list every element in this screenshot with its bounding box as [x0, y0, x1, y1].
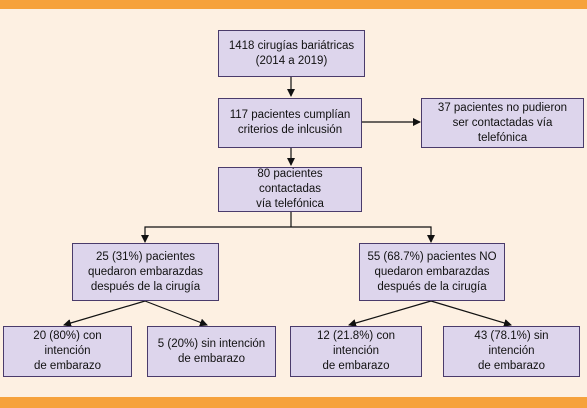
node-not-contacted-text: 37 pacientes no pudieron ser contactadas…	[437, 101, 568, 144]
node-not-pregnant-no-intent-text: 43 (78.1%) sin intención de embarazo	[474, 330, 549, 372]
node-not-pregnant-no-intent: 43 (78.1%) sin intención de embarazo	[443, 326, 580, 377]
node-not-pregnant-intent-text: 12 (21.8%) con intención de embarazo	[317, 330, 395, 372]
node-inclusion-text: 117 pacientes cumplían criterios de inlc…	[229, 109, 351, 136]
node-pregnant-no-intent-text: 5 (20%) sin intención de embarazo	[157, 337, 266, 365]
node-inclusion: 117 pacientes cumplían criterios de inlc…	[218, 98, 362, 148]
node-contacted-text: 80 pacientes contactadas vía telefónica	[256, 168, 324, 210]
arrow-not-pregnant-to-intent	[348, 300, 432, 327]
branch-to-not-pregnant	[291, 226, 435, 243]
node-pregnant-no-intent: 5 (20%) sin intención de embarazo	[147, 326, 276, 377]
arrow-pregnant-to-no-intent	[144, 300, 208, 327]
node-pregnant-intent-text: 20 (80%) con intención de embarazo	[33, 330, 102, 372]
node-pregnant: 25 (31%) pacientes quedaron embarazdas d…	[72, 243, 219, 301]
node-pregnant-text: 25 (31%) pacientes quedaron embarazdas d…	[87, 250, 204, 293]
top-accent-bar	[0, 0, 587, 9]
arrow-not-pregnant-to-no-intent	[430, 300, 512, 327]
node-surgeries-text: 1418 cirugías bariátricas (2014 a 2019)	[228, 39, 355, 67]
branch-to-pregnant	[141, 226, 291, 243]
node-not-pregnant: 55 (68.7%) pacientes NO quedaron embaraz…	[359, 243, 505, 301]
node-surgeries: 1418 cirugías bariátricas (2014 a 2019)	[218, 30, 365, 77]
node-pregnant-intent: 20 (80%) con intención de embarazo	[3, 326, 132, 377]
node-not-pregnant-text: 55 (68.7%) pacientes NO quedaron embaraz…	[367, 250, 497, 293]
node-contacted: 80 pacientes contactadas vía telefónica	[218, 167, 362, 212]
node-not-contacted: 37 pacientes no pudieron ser contactadas…	[421, 98, 584, 148]
arrow-pregnant-to-intent	[63, 300, 146, 327]
bottom-accent-bar	[0, 397, 587, 408]
node-not-pregnant-intent: 12 (21.8%) con intención de embarazo	[290, 326, 422, 377]
